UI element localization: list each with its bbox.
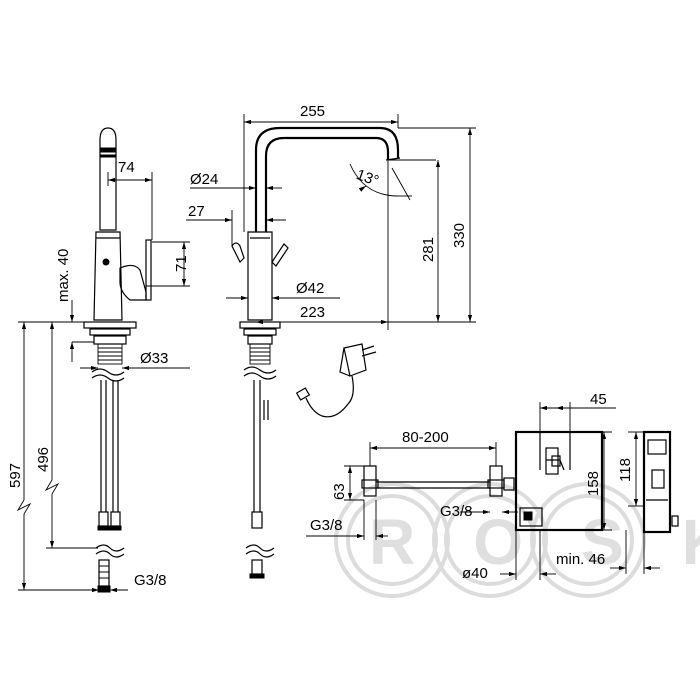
dim-597: 597	[7, 321, 98, 591]
dim-g38-valve-label: G3/8	[310, 517, 343, 534]
dim-80-200: 80-200	[369, 429, 497, 466]
dim-24-label: Ø24	[190, 171, 218, 188]
watermark-logo: ROSK	[334, 482, 700, 598]
dim-33: Ø33	[80, 350, 190, 371]
dim-g38-left-label: G3/8	[134, 572, 167, 589]
dim-74-label: 74	[118, 159, 135, 176]
dim-223-label: 223	[300, 304, 325, 321]
dim-74: 74	[107, 159, 153, 240]
dim-597-label: 597	[7, 463, 24, 488]
dim-496: 496	[35, 322, 98, 549]
dim-42-label: Ø42	[296, 280, 324, 297]
dim-496-label: 496	[35, 447, 52, 472]
dim-118-label: 118	[617, 458, 634, 482]
dim-27-label: 27	[188, 203, 205, 220]
dim-118: 118	[617, 431, 644, 507]
power-adapter	[295, 343, 377, 418]
dim-223: 223	[256, 160, 389, 330]
control-box-side	[642, 430, 679, 534]
dim-24: Ø24	[190, 171, 282, 191]
faucet-side-view	[231, 126, 401, 579]
dim-158-label: 158	[585, 471, 602, 496]
dim-45: 45	[539, 391, 616, 432]
dim-13deg-label: 13°	[354, 166, 381, 190]
dim-min46: min. 46	[556, 530, 660, 574]
dim-281-label: 281	[420, 237, 437, 262]
dim-45-label: 45	[590, 391, 607, 408]
dim-g38-valve: G3/8	[306, 500, 388, 540]
dim-33-label: Ø33	[140, 350, 168, 367]
valve-assembly	[361, 465, 515, 497]
dim-13deg: 13°	[349, 159, 436, 201]
watermark-text: ROSK	[369, 506, 700, 578]
dim-min46-label: min. 46	[556, 551, 605, 568]
dim-max40: max. 40	[55, 249, 94, 362]
faucet-front-view	[83, 127, 152, 593]
dim-158: 158	[560, 431, 612, 531]
dim-42: Ø42	[226, 280, 340, 301]
dim-80-200-label: 80-200	[402, 429, 449, 446]
dim-63-label: 63	[331, 483, 348, 500]
dim-27: 27	[186, 203, 286, 246]
dim-281: 281	[420, 160, 441, 322]
dim-63: 63	[331, 465, 364, 501]
dim-g38-mid-label: G3/8	[440, 503, 473, 520]
dim-max40-label: max. 40	[55, 249, 72, 302]
dim-40-label: ø40	[462, 565, 488, 582]
dim-71: 71	[146, 241, 190, 287]
dim-255-label: 255	[300, 103, 325, 120]
dim-71-label: 71	[173, 255, 190, 272]
dim-g38-left: G3/8	[86, 572, 167, 593]
dim-40: ø40	[462, 530, 556, 582]
dim-330-label: 330	[451, 223, 468, 248]
dim-255: 255	[243, 103, 399, 232]
